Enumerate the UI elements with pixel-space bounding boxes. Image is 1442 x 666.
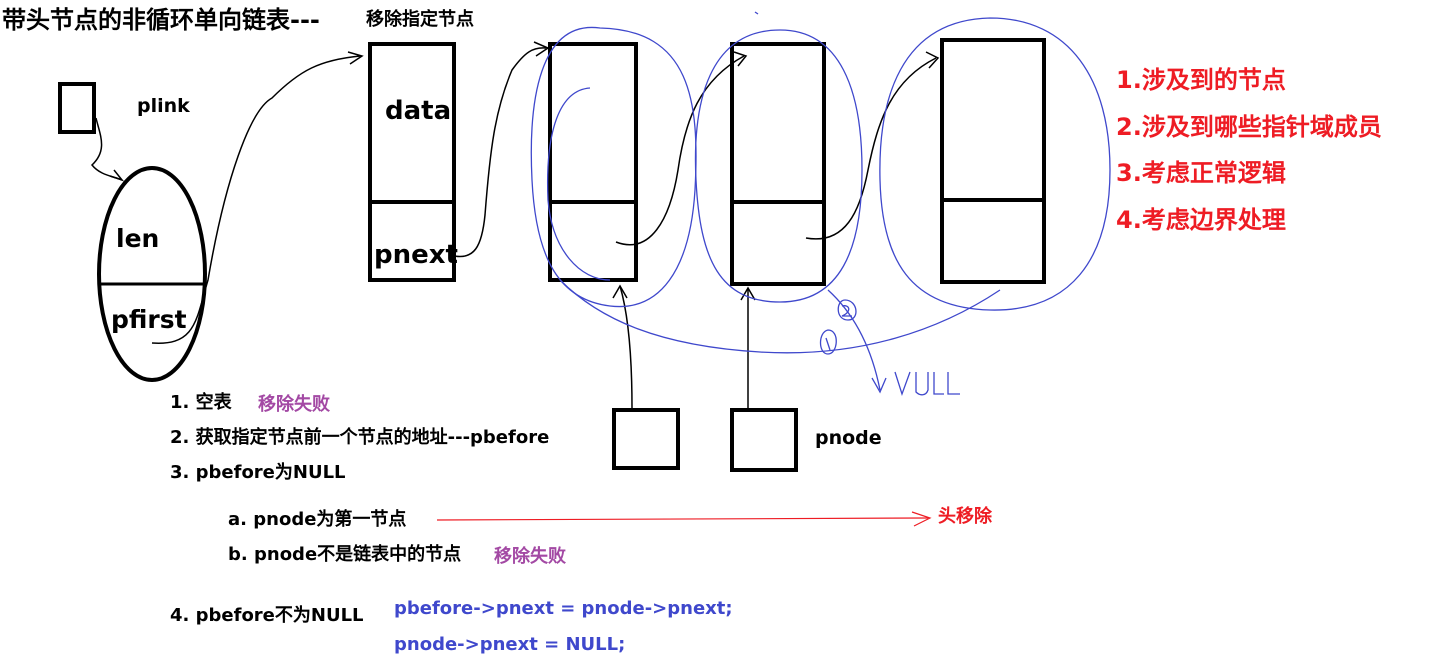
- consideration-1: 1.涉及到的节点: [1116, 66, 1286, 94]
- node2-inner-scribble: [546, 87, 611, 281]
- step-2: 2. 获取指定节点前一个节点的地址---pbefore: [170, 427, 550, 448]
- step-1-result: 移除失败: [258, 394, 330, 415]
- consideration-3: 3.考虑正常逻辑: [1116, 159, 1286, 187]
- node2-arrowhead: [733, 51, 748, 67]
- plink-arrowhead: [109, 169, 125, 182]
- plink-to-head-arrow: [90, 117, 123, 181]
- pnode-arrowhead: [740, 286, 756, 301]
- len-label: len: [116, 224, 160, 253]
- page-title: 带头节点的非循环单向链表---: [2, 6, 320, 34]
- head-remove-arrowhead: [911, 511, 932, 527]
- bypass-curve: [559, 279, 1001, 354]
- pfirst-to-node-arrow: [151, 55, 361, 344]
- circle-2-mark: [837, 299, 857, 321]
- node3-arrowhead: [925, 51, 940, 69]
- null-arrow: [827, 289, 881, 391]
- pfirst-label: pfirst: [111, 305, 187, 334]
- head-node-ellipse: [97, 166, 207, 382]
- fourth-node-pnext-cell: [940, 198, 1046, 284]
- third-node-pnext-cell: [730, 200, 826, 286]
- page-subtitle: 移除指定节点: [366, 9, 474, 30]
- step-3: 3. pbefore为NULL: [170, 462, 346, 483]
- step-1: 1. 空表: [170, 392, 232, 413]
- node2-to-node3-arrow: [615, 55, 745, 246]
- null-scribble: [894, 371, 960, 397]
- plink-label: plink: [137, 95, 190, 117]
- step-4: 4. pbefore不为NULL: [170, 605, 364, 626]
- node2-circle: [530, 26, 697, 308]
- consideration-2: 2.涉及到哪些指针域成员: [1116, 113, 1382, 141]
- pbefore-arrowhead: [612, 284, 628, 299]
- code-line-2: pnode->pnext = NULL;: [394, 634, 626, 655]
- pbefore-box: [612, 408, 680, 470]
- top-mark: [754, 11, 759, 15]
- node3-circle: [694, 29, 863, 303]
- step-3a: a. pnode为第一节点: [228, 509, 407, 530]
- pnode-box: [730, 408, 798, 472]
- code-line-1: pbefore->pnext = pnode->pnext;: [394, 598, 733, 619]
- step-3a-result: 头移除: [938, 506, 992, 527]
- node3-to-node4-arrow: [805, 57, 937, 240]
- first-node-pnext-cell: [368, 200, 456, 282]
- step-3b: b. pnode不是链表中的节点: [228, 544, 462, 565]
- pnext-label: pnext: [374, 240, 458, 270]
- head-remove-arrow: [436, 517, 929, 521]
- pnode-label: pnode: [815, 427, 882, 449]
- data-label: data: [385, 96, 452, 126]
- plink-box: [58, 82, 96, 134]
- pfirst-arrowhead: [347, 51, 364, 65]
- circle-1-mark: [819, 329, 837, 355]
- pbefore-arrow: [619, 285, 633, 409]
- step-3b-result: 移除失败: [494, 546, 566, 567]
- node1-arrowhead: [533, 41, 550, 57]
- node4-circle: [879, 17, 1111, 311]
- null-arrowhead: [871, 377, 887, 394]
- second-node-pnext-cell: [548, 200, 638, 282]
- consideration-4: 4.考虑边界处理: [1116, 206, 1286, 234]
- node1-to-node2-arrow: [449, 47, 547, 258]
